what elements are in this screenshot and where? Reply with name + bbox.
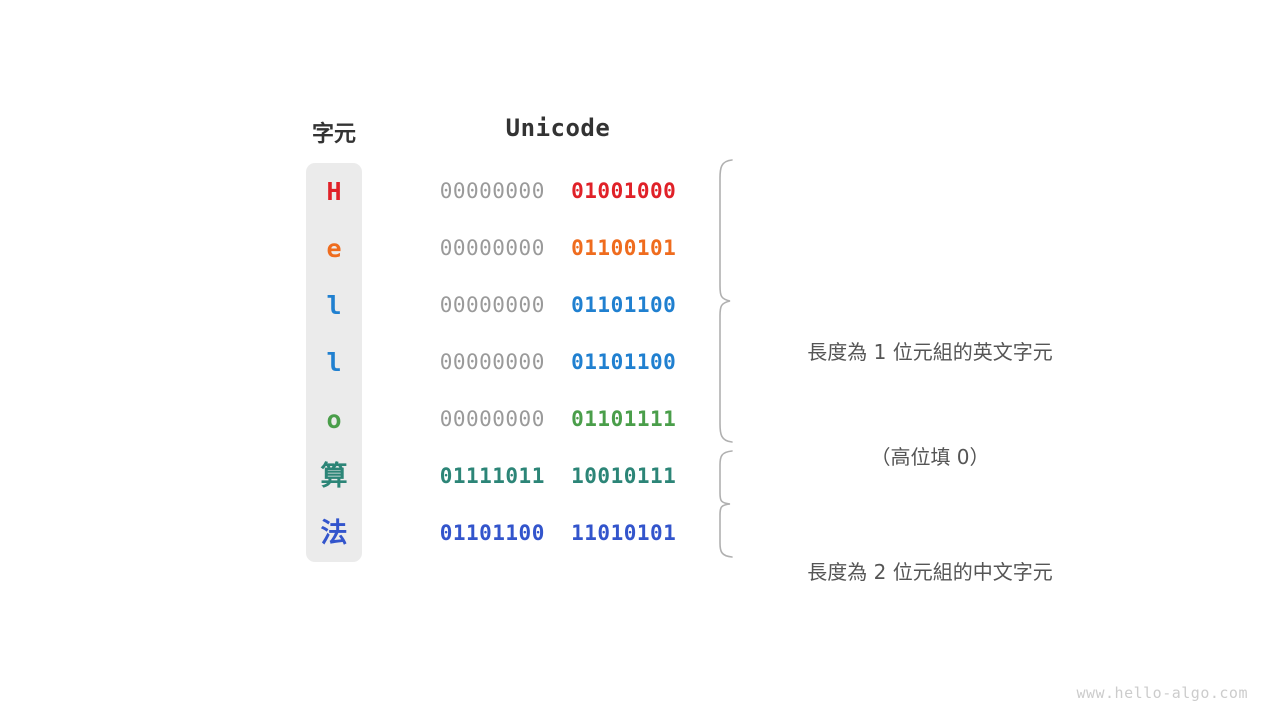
unicode-high-byte: 00000000 — [439, 236, 545, 260]
unicode-low-byte: 01100101 — [571, 236, 677, 260]
character-glyph: 法 — [320, 518, 348, 549]
character-row: 法 01101100 11010101 — [0, 505, 1280, 562]
character-row: l 00000000 01101100 — [0, 277, 1280, 334]
unicode-binary-value: 00000000 01100101 — [420, 220, 696, 277]
watermark: www.hello-algo.com — [1076, 684, 1248, 702]
character-glyph: 算 — [320, 461, 348, 492]
unicode-binary-value: 00000000 01101111 — [420, 391, 696, 448]
character-glyph: e — [326, 234, 342, 263]
character-glyph: o — [326, 405, 342, 434]
character-row: l 00000000 01101100 — [0, 334, 1280, 391]
brace-two-byte-group — [719, 450, 733, 558]
annotation-two-byte-line1: 長度為 2 位元組的中文字元 — [807, 560, 1053, 584]
character-row: o 00000000 01101111 — [0, 391, 1280, 448]
unicode-low-byte: 10010111 — [571, 464, 677, 488]
unicode-low-byte: 11010101 — [571, 521, 677, 545]
unicode-binary-value: 01111011 10010111 — [420, 448, 696, 505]
brace-one-byte-group — [719, 159, 733, 443]
unicode-binary-value: 01101100 11010101 — [420, 505, 696, 562]
character-glyph: l — [326, 291, 342, 320]
character-column-background — [306, 163, 362, 562]
character-glyph: l — [326, 348, 342, 377]
column-header-unicode: Unicode — [505, 114, 611, 142]
unicode-high-byte: 01101100 — [439, 521, 545, 545]
column-header-character: 字元 — [311, 122, 356, 147]
character-row: 算 01111011 10010111 — [0, 448, 1280, 505]
annotation-one-byte: 長度為 1 位元組的英文字元 （高位填 0） — [760, 265, 1100, 545]
character-row: e 00000000 01100101 — [0, 220, 1280, 277]
annotation-two-byte: 長度為 2 位元組的中文字元 — [760, 485, 1100, 660]
character-glyph: H — [326, 177, 342, 206]
annotation-one-byte-line1: 長度為 1 位元組的英文字元 — [807, 340, 1053, 364]
unicode-binary-value: 00000000 01101100 — [420, 277, 696, 334]
unicode-low-byte: 01001000 — [571, 179, 677, 203]
unicode-binary-value: 00000000 01001000 — [420, 163, 696, 220]
unicode-binary-value: 00000000 01101100 — [420, 334, 696, 391]
annotation-one-byte-line2: （高位填 0） — [870, 445, 990, 469]
unicode-high-byte: 00000000 — [439, 179, 545, 203]
unicode-high-byte: 00000000 — [439, 350, 545, 374]
character-row: H 00000000 01001000 — [0, 163, 1280, 220]
unicode-high-byte: 00000000 — [439, 293, 545, 317]
unicode-low-byte: 01101111 — [571, 407, 677, 431]
unicode-high-byte: 01111011 — [439, 464, 545, 488]
unicode-low-byte: 01101100 — [571, 350, 677, 374]
unicode-low-byte: 01101100 — [571, 293, 677, 317]
unicode-high-byte: 00000000 — [439, 407, 545, 431]
